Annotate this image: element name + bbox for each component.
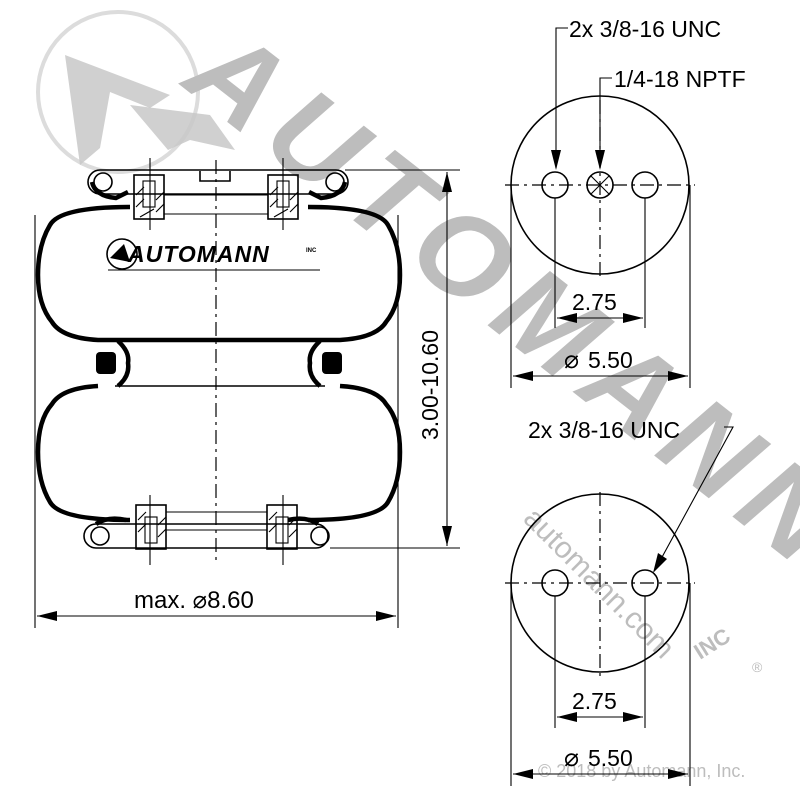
watermark-logo-icon bbox=[65, 55, 235, 165]
bottom-left-stud-block bbox=[135, 504, 167, 550]
air-port-cross-icon bbox=[590, 175, 610, 195]
max-diameter-label: max. ⌀8.60 bbox=[134, 587, 254, 614]
top-plate-diameter: 5.50 bbox=[588, 347, 633, 373]
top-plate-view: 2x 3/8-16 UNC 1/4-18 NPTF 2.75 ⌀ 5.50 bbox=[505, 16, 746, 388]
svg-text:AUTOMANN: AUTOMANN bbox=[127, 241, 270, 267]
top-left-stud-block bbox=[133, 174, 165, 220]
copyright-text: © 2018 by Automann, Inc. bbox=[538, 761, 745, 781]
height-range-label: 3.00-10.60 bbox=[417, 330, 443, 440]
bottom-bead-plate bbox=[83, 504, 330, 550]
bottom-plate-view: 2x 3/8-16 UNC 2.75 ⌀ 5.50 bbox=[505, 417, 734, 786]
lower-bellow bbox=[35, 383, 403, 523]
watermark-registered: ® bbox=[752, 659, 763, 675]
girdle-ring bbox=[96, 339, 342, 388]
top-bolt-spacing: 2.75 bbox=[572, 289, 617, 315]
svg-text:INC: INC bbox=[306, 248, 317, 254]
air-port-hole bbox=[586, 171, 614, 199]
watermark-logo-circle bbox=[36, 10, 200, 174]
bottom-stud-callout: 2x 3/8-16 UNC bbox=[528, 417, 680, 443]
brand-logo: AUTOMANN INC bbox=[106, 238, 320, 271]
bottom-plate-diameter: 5.50 bbox=[588, 745, 633, 771]
bottom-diameter-symbol: ⌀ bbox=[564, 744, 579, 772]
top-diameter-symbol: ⌀ bbox=[564, 346, 579, 374]
bottom-bolt-spacing: 2.75 bbox=[572, 688, 617, 714]
air-spring-side-view: AUTOMANN INC bbox=[35, 158, 403, 565]
bottom-right-stud-block bbox=[266, 504, 298, 550]
watermark-inc: INC bbox=[689, 623, 734, 664]
air-port-callout: 1/4-18 NPTF bbox=[614, 66, 746, 92]
top-stud-callout: 2x 3/8-16 UNC bbox=[569, 16, 721, 42]
height-dimension: 3.00-10.60 bbox=[330, 169, 460, 549]
svg-text:INC: INC bbox=[689, 623, 734, 664]
max-diameter-dimension: max. ⌀8.60 bbox=[34, 215, 399, 628]
